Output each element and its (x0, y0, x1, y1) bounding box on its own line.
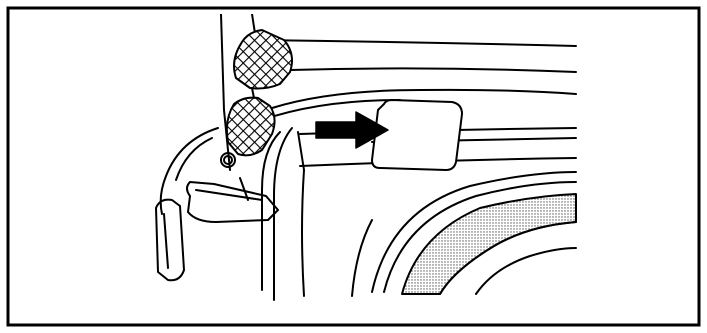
fuel-filler-door (372, 100, 462, 170)
